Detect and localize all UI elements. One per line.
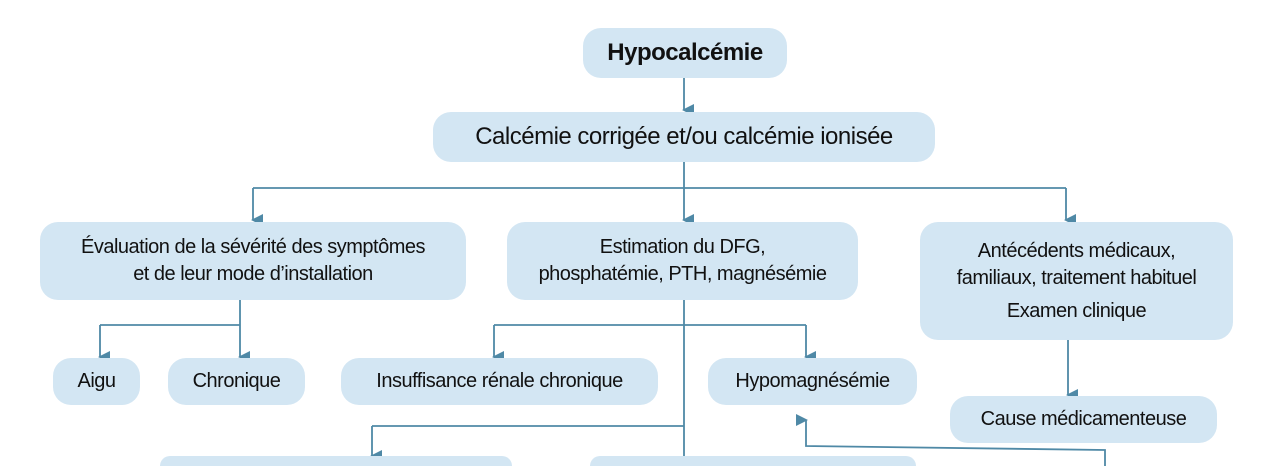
node-hypocalcemie-label: Hypocalcémie [607, 38, 763, 66]
node-insuffisance-label: Insuffisance rénale chronique [376, 370, 623, 392]
node-estimation-line2: phosphatémie, PTH, magnésémie [538, 263, 827, 285]
node-cause-medicamenteuse: Cause médicamenteuse [950, 396, 1217, 443]
node-estimation: Estimation du DFG, phosphatémie, PTH, ma… [507, 222, 858, 300]
node-antecedents-line2: familiaux, traitement habituel [956, 266, 1197, 289]
node-hypomagnesemie-label: Hypomagnésémie [735, 370, 890, 392]
node-aigu-label: Aigu [77, 370, 116, 392]
node-hypomagnesemie: Hypomagnésémie [708, 358, 917, 405]
node-aigu: Aigu [53, 358, 140, 405]
node-lower-left-partial [160, 456, 512, 466]
node-hypocalcemie: Hypocalcémie [583, 28, 787, 78]
node-lower-right-partial [590, 456, 916, 466]
node-chronique-label: Chronique [192, 370, 281, 392]
node-cause-medicamenteuse-label: Cause médicamenteuse [980, 408, 1187, 430]
node-evaluation-line2: et de leur mode d’installation [133, 263, 373, 285]
node-calcemie-label: Calcémie corrigée et/ou calcémie ionisée [475, 122, 893, 150]
node-estimation-line1: Estimation du DFG, [599, 236, 766, 258]
node-chronique: Chronique [168, 358, 305, 405]
node-antecedents: Antécédents médicaux, familiaux, traitem… [920, 222, 1233, 340]
node-antecedents-line3: Examen clinique [1006, 299, 1147, 322]
arrow-back-to-hypomagnesemie [796, 414, 1106, 466]
node-evaluation-line1: Évaluation de la sévérité des symptômes [80, 236, 426, 258]
node-insuffisance: Insuffisance rénale chronique [341, 358, 658, 405]
node-evaluation: Évaluation de la sévérité des symptômes … [40, 222, 466, 300]
node-calcemie: Calcémie corrigée et/ou calcémie ionisée [433, 112, 935, 162]
node-antecedents-line1: Antécédents médicaux, [977, 239, 1176, 262]
